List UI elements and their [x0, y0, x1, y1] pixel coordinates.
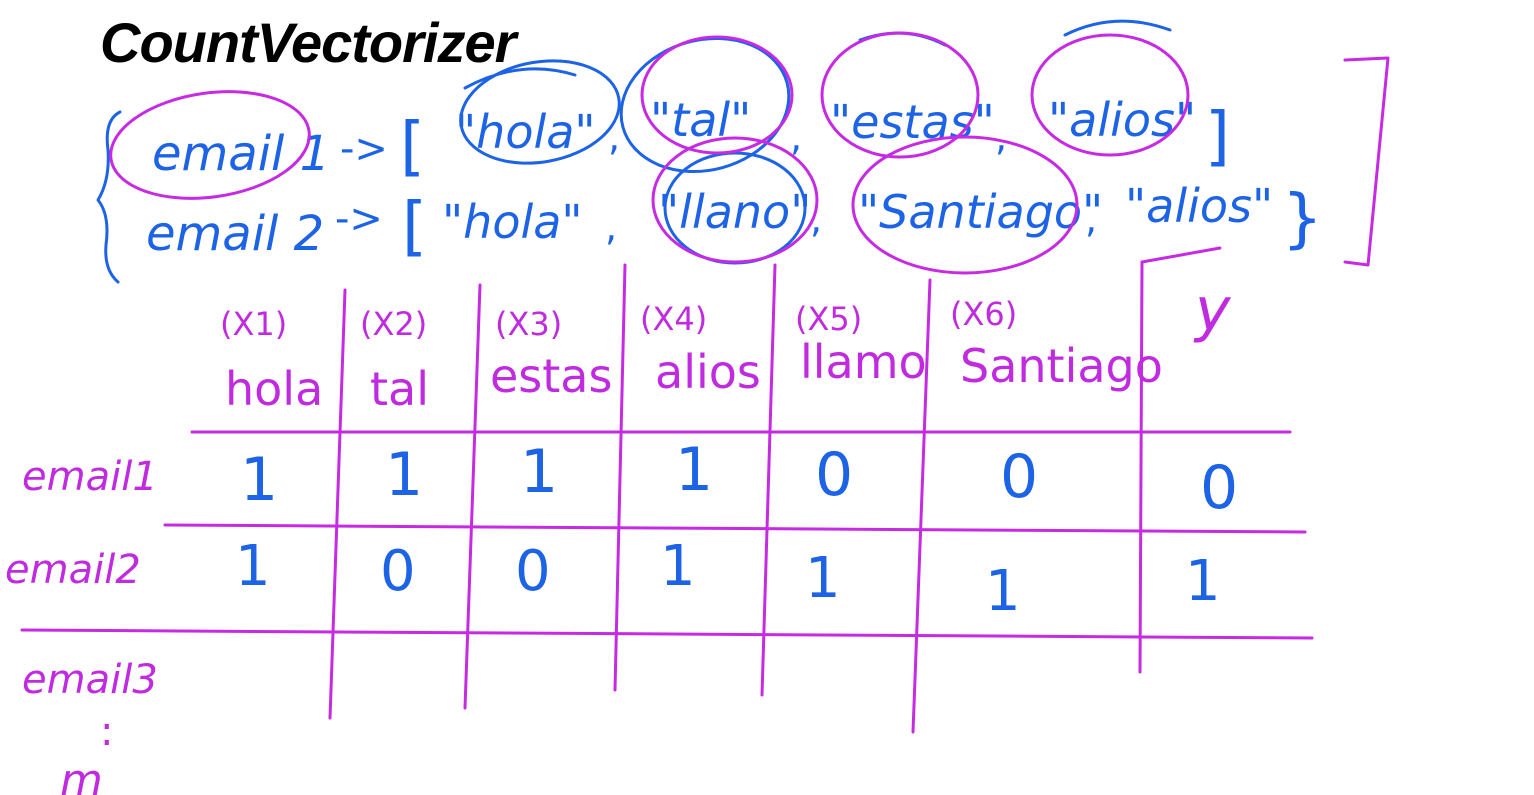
token-arc-alios: [1063, 19, 1172, 37]
email1-comma-2: ,: [790, 115, 802, 159]
cell-r1-c1: 1: [240, 445, 278, 515]
y-column-top: [1140, 246, 1222, 264]
cell-r1-c2: 1: [385, 440, 423, 510]
cell-r1-c5: 0: [815, 440, 853, 510]
col-var-1: (X1): [220, 305, 287, 343]
email1-arrow: ->: [340, 126, 388, 172]
col-word-5: llamo: [800, 335, 927, 389]
grid-hline-3: [20, 628, 1314, 640]
col-word-1: hola: [225, 362, 323, 416]
email2-token-2: "llano": [658, 185, 811, 239]
circle-santiago: [851, 135, 1079, 275]
col-word-7: y: [1193, 275, 1232, 345]
right-square-bracket: [1343, 56, 1390, 267]
email2-token-4: "alios": [1125, 179, 1273, 233]
circle-llano: [651, 136, 819, 264]
grid-vline-4: [760, 263, 777, 697]
magenta-annotations: [109, 31, 1390, 275]
col-word-6: Santiago: [960, 339, 1163, 393]
cell-r2-c2: 0: [380, 539, 416, 604]
circle-estas: [820, 31, 980, 159]
email1-comma-3: ,: [995, 115, 1007, 159]
cell-r2-c1: 1: [235, 534, 271, 599]
col-word-4: alios: [655, 345, 761, 399]
email2-comma-2: ,: [810, 197, 822, 241]
circle-email1-hola: [459, 59, 621, 165]
email1-open-bracket: [: [400, 110, 425, 184]
cell-r2-c5: 1: [805, 546, 841, 611]
email2-comma-3: ,: [1085, 197, 1097, 241]
email1-token-1: "hola": [455, 105, 596, 159]
email1-token-3: "estas": [830, 95, 995, 149]
email1-close-bracket: ]: [1205, 100, 1230, 174]
cell-r2-c3: 0: [515, 539, 551, 604]
email-token-lists: email 1 -> [ "hola" , "tal" , "estas" , …: [96, 19, 1323, 284]
email2-close-bracket: }: [1282, 182, 1323, 256]
email2-comma-1: ,: [605, 205, 617, 249]
circle-alios: [1030, 33, 1190, 157]
cell-r2-c4: 1: [660, 534, 696, 599]
row-continuation: :: [100, 709, 113, 755]
cell-r1-c3: 1: [520, 437, 558, 507]
email2-token-1: "hola": [442, 195, 583, 249]
grid-vline-1: [328, 288, 347, 720]
left-curly-brace: [96, 110, 122, 284]
circle-tal: [640, 35, 794, 155]
count-table-grid: [20, 246, 1314, 734]
col-var-5: (X5): [795, 300, 862, 338]
row-label-m: m: [60, 755, 103, 795]
cell-r1-c6: 0: [1000, 442, 1038, 512]
row-label-2: email2: [5, 547, 141, 593]
grid-vline-5: [911, 278, 932, 734]
email2-label: email 2: [146, 206, 324, 262]
grid-vline-3: [613, 263, 627, 692]
table-row-labels: email1 email2 email3 : m: [5, 454, 158, 795]
col-var-3: (X3): [495, 305, 562, 343]
cell-r1-c7: 0: [1200, 453, 1238, 523]
cell-r1-c4: 1: [675, 435, 713, 505]
grid-vline-6: [1138, 260, 1144, 674]
grid-hline-2: [163, 523, 1307, 534]
email1-label: email 1: [152, 126, 330, 182]
token-arc-hola: [463, 67, 577, 90]
col-var-4: (X4): [640, 300, 707, 338]
grid-vline-2: [463, 283, 482, 710]
email2-arrow: ->: [335, 196, 383, 242]
email2-open-bracket: [: [402, 190, 427, 264]
page-title: CountVectorizer: [100, 11, 516, 74]
col-var-6: (X6): [950, 295, 1017, 333]
email1-token-4: "alios": [1048, 93, 1196, 147]
row-label-3: email3: [22, 657, 158, 703]
col-word-3: estas: [490, 349, 612, 403]
cell-r2-c7: 1: [1185, 549, 1221, 614]
col-var-2: (X2): [360, 305, 427, 343]
circle-email1-label: [109, 90, 311, 200]
table-cells: 1 1 1 1 0 0 0 1 0 0 1 1 1 1: [235, 435, 1238, 624]
email2-token-3: "Santiago": [858, 185, 1103, 239]
row-label-1: email1: [22, 454, 158, 500]
cell-r2-c6: 1: [985, 559, 1021, 624]
table-header: (X1) hola (X2) tal (X3) estas (X4) alios…: [220, 275, 1232, 416]
col-word-2: tal: [370, 362, 429, 416]
